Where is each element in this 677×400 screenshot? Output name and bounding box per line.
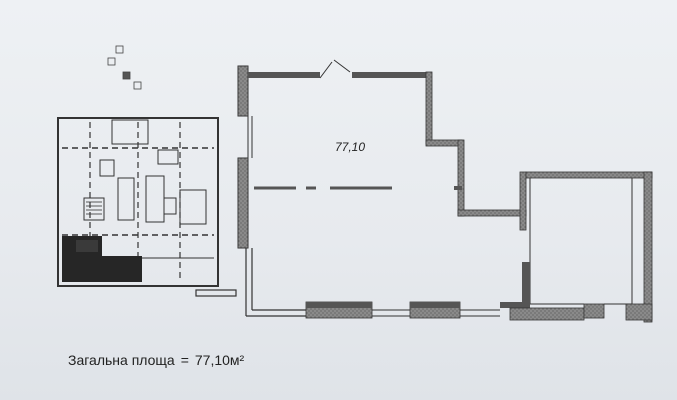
room-area-label: 77,10 <box>335 140 366 154</box>
unit-floor-plan <box>237 59 653 323</box>
north-arrow-icon <box>107 45 142 90</box>
key-plan-selected-unit <box>62 236 142 282</box>
total-area-value: 77,10м² <box>194 352 245 368</box>
equals-sign: = <box>180 352 189 368</box>
total-area-text: Загальна площа <box>68 352 175 368</box>
total-area-caption: Загальна площа = 77,10м² <box>68 352 244 368</box>
